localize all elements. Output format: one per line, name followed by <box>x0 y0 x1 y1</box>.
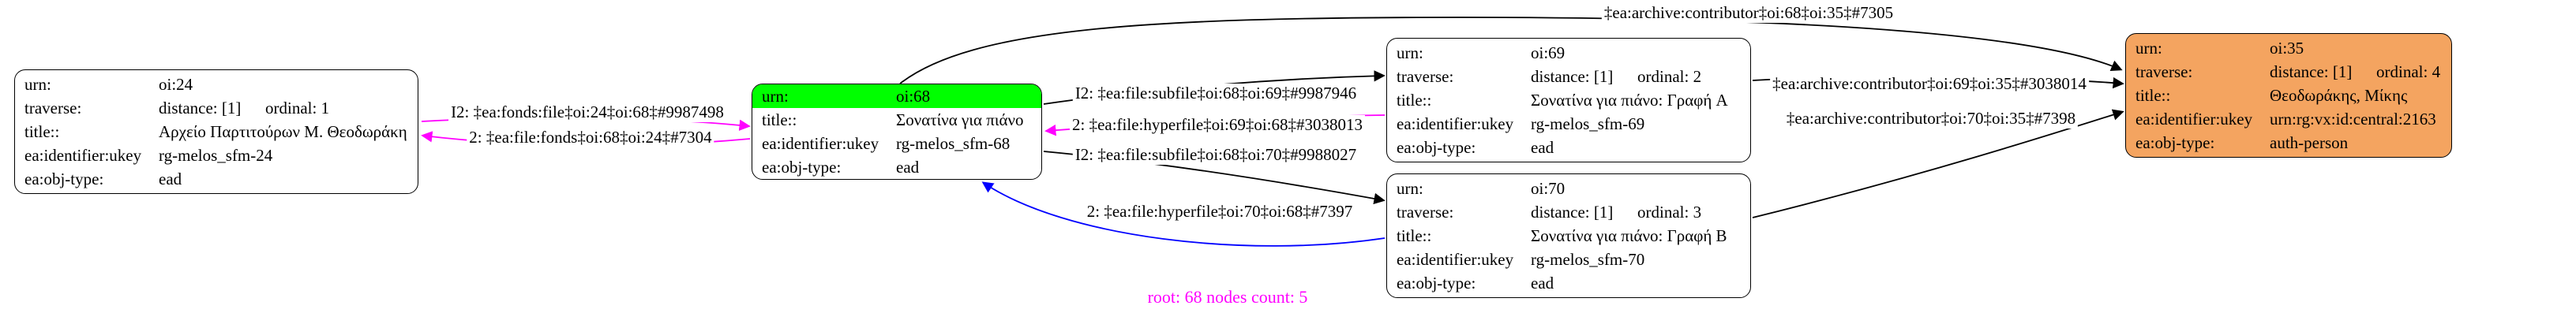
field-key: title:: <box>762 110 797 129</box>
field-key: title:: <box>1397 91 1432 110</box>
field-key: ea:obj-type: <box>2135 133 2215 152</box>
field-key: traverse: <box>1397 203 1454 222</box>
field-key: traverse: <box>2135 62 2193 81</box>
field-objtype: ea:obj-type: ead <box>752 155 1041 179</box>
field-value: Σονατίνα για πιάνο <box>896 110 1024 129</box>
field-title: title:: Σονατίνα για πιάνο <box>752 108 1041 132</box>
field-objtype: ea:obj-type: ead <box>1387 136 1750 159</box>
field-key: ea:identifier:ukey <box>1397 250 1514 269</box>
node-oi70: urn: oi:70 traverse: distance: [1] ordin… <box>1386 173 1751 298</box>
field-key: traverse: <box>1397 67 1454 86</box>
field-objtype: ea:obj-type: auth-person <box>2126 131 2451 155</box>
edge-label-file-fonds-68-24: 2: ‡ea:file:fonds‡oi:68‡oi:24‡#7304 <box>467 128 714 147</box>
field-ukey: ea:identifier:ukey rg-melos_sfm-24 <box>15 144 418 167</box>
edge-label-subfile-68-69: I2: ‡ea:file:subfile‡oi:68‡oi:69‡#998794… <box>1072 84 1359 103</box>
field-value: rg-melos_sfm-69 <box>1531 114 1645 133</box>
field-traverse: traverse: distance: [1] ordinal: 1 <box>15 96 418 120</box>
field-key: ea:identifier:ukey <box>2135 110 2253 129</box>
field-urn-highlighted: urn: oi:68 <box>752 84 1041 108</box>
field-traverse: traverse: distance: [1] ordinal: 4 <box>2126 60 2451 84</box>
field-value: auth-person <box>2270 133 2349 152</box>
node-oi35-person: urn: oi:35 traverse: distance: [1] ordin… <box>2125 33 2452 158</box>
field-key: urn: <box>1397 179 1423 198</box>
field-value: rg-melos_sfm-24 <box>159 146 273 165</box>
field-value: ead <box>1531 274 1554 293</box>
field-key: ea:obj-type: <box>762 158 842 177</box>
node-oi24: urn: oi:24 traverse: distance: [1] ordin… <box>14 69 418 194</box>
field-objtype: ea:obj-type: ead <box>15 167 418 191</box>
field-value: ead <box>159 170 182 188</box>
field-ukey: ea:identifier:ukey rg-melos_sfm-68 <box>752 132 1041 155</box>
edge-label-hyperfile-70-68: 2: ‡ea:file:hyperfile‡oi:70‡oi:68‡#7397 <box>1084 202 1355 222</box>
field-ukey: ea:identifier:ukey rg-melos_sfm-69 <box>1387 112 1750 136</box>
field-value: Αρχείο Παρτιτούρων Μ. Θεοδωράκη <box>159 122 407 141</box>
field-value: oi:24 <box>159 75 193 94</box>
node-oi69: urn: oi:69 traverse: distance: [1] ordin… <box>1386 38 1751 162</box>
field-traverse: traverse: distance: [1] ordinal: 2 <box>1387 65 1750 88</box>
field-key: urn: <box>24 75 51 94</box>
field-distance: distance: [1] <box>159 99 242 117</box>
field-key: ea:identifier:ukey <box>762 134 879 153</box>
field-value: oi:70 <box>1531 179 1565 198</box>
field-urn: urn: oi:69 <box>1387 41 1750 65</box>
field-value: oi:35 <box>2270 39 2304 58</box>
field-value: urn:rg:vx:id:central:2163 <box>2270 110 2436 129</box>
field-ordinal: ordinal: 4 <box>2376 62 2441 81</box>
field-key: ea:obj-type: <box>1397 274 1476 293</box>
field-ukey: ea:identifier:ukey urn:rg:vx:id:central:… <box>2126 107 2451 131</box>
field-objtype: ea:obj-type: ead <box>1387 271 1750 295</box>
field-value: Θεοδωράκης, Μίκης <box>2270 86 2408 105</box>
field-title: title:: Αρχείο Παρτιτούρων Μ. Θεοδωράκη <box>15 120 418 144</box>
field-key: ea:identifier:ukey <box>24 146 142 165</box>
node-oi68-root: urn: oi:68 title:: Σονατίνα για πιάνο ea… <box>752 84 1042 180</box>
field-title: title:: Σονατίνα για πιάνο: Γραφή B <box>1387 224 1750 248</box>
field-urn: urn: oi:70 <box>1387 177 1750 200</box>
edge-label-subfile-68-70: I2: ‡ea:file:subfile‡oi:68‡oi:70‡#998802… <box>1072 145 1359 165</box>
field-key: ea:obj-type: <box>1397 138 1476 157</box>
field-key: title:: <box>1397 226 1432 245</box>
field-distance: distance: [1] <box>1531 203 1614 222</box>
edge-label-contributor-68-35: ‡ea:archive:contributor‡oi:68‡oi:35‡#730… <box>1601 3 1896 23</box>
field-value: ead <box>896 158 920 177</box>
field-traverse: traverse: distance: [1] ordinal: 3 <box>1387 200 1750 224</box>
edge-label-fonds-file-24-68: I2: ‡ea:fonds:file‡oi:24‡oi:68‡#9987498 <box>448 102 726 122</box>
field-value: rg-melos_sfm-70 <box>1531 250 1645 269</box>
field-distance: distance: [1] <box>1531 67 1614 86</box>
field-key: title:: <box>24 122 60 141</box>
field-key: ea:identifier:ukey <box>1397 114 1514 133</box>
field-value: oi:68 <box>896 87 931 106</box>
field-ordinal: ordinal: 2 <box>1637 67 1702 86</box>
field-distance: distance: [1] <box>2270 62 2353 81</box>
field-key: urn: <box>2135 39 2162 58</box>
field-title: title:: Θεοδωράκης, Μίκης <box>2126 84 2451 107</box>
field-value: Σονατίνα για πιάνο: Γραφή B <box>1531 226 1727 245</box>
field-value: Σονατίνα για πιάνο: Γραφή A <box>1531 91 1728 110</box>
field-key: ea:obj-type: <box>24 170 104 188</box>
field-urn: urn: oi:24 <box>15 73 418 96</box>
field-value: oi:69 <box>1531 43 1565 62</box>
field-key: urn: <box>1397 43 1423 62</box>
edge-label-hyperfile-69-68: 2: ‡ea:file:hyperfile‡oi:69‡oi:68‡#30380… <box>1069 115 1366 135</box>
field-key: traverse: <box>24 99 82 117</box>
field-ordinal: ordinal: 1 <box>265 99 330 117</box>
field-value: rg-melos_sfm-68 <box>896 134 1011 153</box>
field-ordinal: ordinal: 3 <box>1637 203 1702 222</box>
field-urn: urn: oi:35 <box>2126 36 2451 60</box>
root-count-caption: root: 68 nodes count: 5 <box>1147 287 1308 307</box>
field-title: title:: Σονατίνα για πιάνο: Γραφή A <box>1387 88 1750 112</box>
field-key: urn: <box>762 87 789 106</box>
edge-label-contributor-70-35: ‡ea:archive:contributor‡oi:70‡oi:35‡#739… <box>1783 109 2079 129</box>
field-ukey: ea:identifier:ukey rg-melos_sfm-70 <box>1387 248 1750 271</box>
field-value: ead <box>1531 138 1554 157</box>
edge-label-contributor-69-35: ‡ea:archive:contributor‡oi:69‡oi:35‡#303… <box>1770 74 2089 94</box>
field-key: title:: <box>2135 86 2171 105</box>
